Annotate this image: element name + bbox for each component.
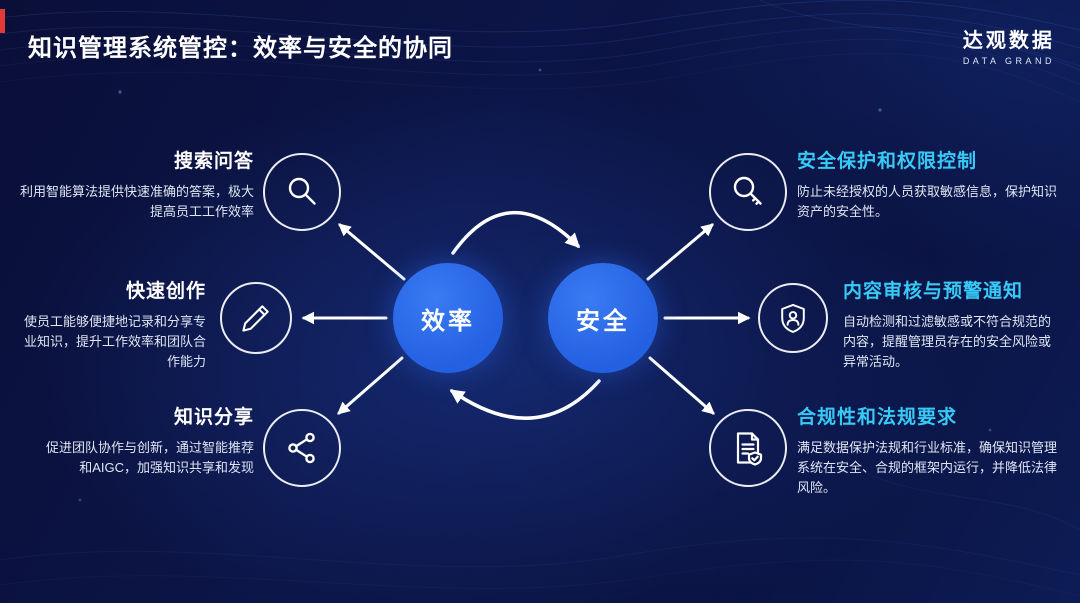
item-compliance: 合规性和法规要求 满足数据保护法规和行业标准，确保知识管理系统在安全、合规的框架… bbox=[797, 402, 1059, 498]
key-search-icon bbox=[709, 153, 787, 231]
item-title: 搜索问答 bbox=[173, 151, 254, 172]
item-description: 自动检测和过滤敏感或不符合规范的内容，提醒管理员存在的安全风险或异常活动。 bbox=[843, 314, 1052, 370]
efficiency-label: 效率 bbox=[421, 307, 475, 335]
title-accent-bar bbox=[0, 9, 5, 33]
item-title: 快速创作 bbox=[125, 281, 206, 302]
document-shield-icon bbox=[709, 409, 787, 487]
item-knowledge-share: 知识分享 促进团队协作与创新，通过智能推荐和AIGC，加强知识共享和发现 bbox=[36, 402, 254, 478]
security-label: 安全 bbox=[576, 307, 630, 335]
item-content-audit: 内容审核与预警通知 自动检测和过滤敏感或不符合规范的内容，提醒管理员存在的安全风… bbox=[843, 276, 1057, 372]
item-search-qa: 搜索问答 利用智能算法提供快速准确的答案，极大提高员工工作效率 bbox=[16, 146, 254, 222]
search-icon bbox=[263, 153, 341, 231]
item-description: 防止未经授权的人员获取敏感信息，保护知识资产的安全性。 bbox=[797, 184, 1058, 220]
item-quick-create: 快速创作 使员工能够便捷地记录和分享专业知识，提升工作效率和团队合作能力 bbox=[14, 276, 206, 372]
efficiency-circle: 效率 bbox=[393, 263, 503, 373]
item-title: 合规性和法规要求 bbox=[797, 407, 958, 428]
item-description: 满足数据保护法规和行业标准，确保知识管理系统在安全、合规的框架内运行，并降低法律… bbox=[797, 440, 1058, 496]
share-nodes-icon bbox=[263, 409, 341, 487]
item-title: 知识分享 bbox=[173, 407, 254, 428]
security-circle: 安全 bbox=[548, 263, 658, 373]
page-title: 知识管理系统管控：效率与安全的协同 bbox=[28, 35, 453, 62]
logo: 达观数据 DATA GRAND bbox=[963, 24, 1055, 66]
logo-name: 达观数据 bbox=[962, 30, 1055, 52]
item-security-permission: 安全保护和权限控制 防止未经授权的人员获取敏感信息，保护知识资产的安全性。 bbox=[797, 146, 1059, 222]
logo-subtitle: DATA GRAND bbox=[962, 56, 1055, 66]
shield-user-icon bbox=[758, 283, 828, 353]
pencil-icon bbox=[220, 282, 292, 354]
item-description: 促进团队协作与创新，通过智能推荐和AIGC，加强知识共享和发现 bbox=[45, 440, 254, 476]
item-description: 使员工能够便捷地记录和分享专业知识，提升工作效率和团队合作能力 bbox=[23, 314, 206, 370]
item-description: 利用智能算法提供快速准确的答案，极大提高员工工作效率 bbox=[19, 184, 254, 220]
item-title: 安全保护和权限控制 bbox=[797, 151, 978, 172]
item-title: 内容审核与预警通知 bbox=[843, 281, 1024, 302]
